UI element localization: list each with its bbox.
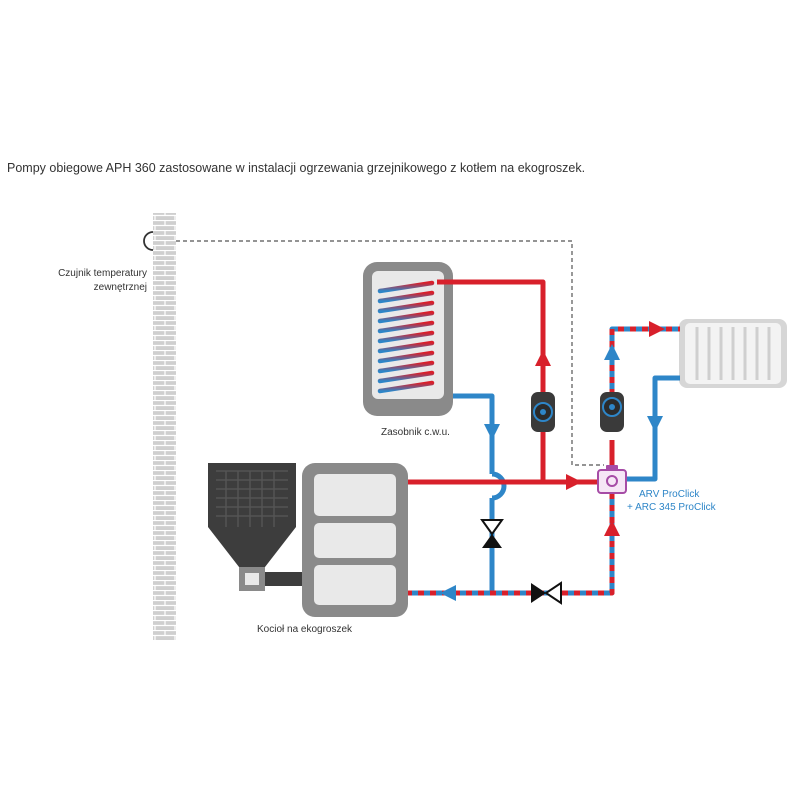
arrow-up-icon	[535, 350, 551, 366]
valve-label-line1: ARV ProClick	[639, 489, 700, 500]
valve-label: ARV ProClick + ARC 345 ProClick	[627, 488, 716, 514]
boiler	[302, 463, 408, 617]
pump-icon	[600, 392, 624, 432]
sensor-label-line2: zewnętrznej	[93, 282, 147, 293]
tank-heating-coil	[377, 280, 435, 394]
fuel-hopper	[208, 463, 303, 591]
flow-arrows	[440, 321, 665, 601]
arrow-up-icon	[604, 520, 620, 536]
sensor-label-line1: Czujnik temperatury	[58, 268, 147, 279]
dhw-tank	[363, 262, 453, 416]
boiler-label: Kocioł na ekogroszek	[257, 624, 353, 635]
arrow-right-icon	[566, 474, 582, 490]
outdoor-sensor-icon	[143, 231, 154, 251]
pipe-crossover	[491, 471, 507, 501]
brick-wall	[153, 213, 176, 640]
tank-label: Zasobnik c.w.u.	[381, 427, 450, 438]
check-valve-icon	[480, 519, 504, 548]
radiator	[679, 319, 787, 388]
arrow-right-icon	[649, 321, 665, 337]
sensor-signal-line	[176, 240, 604, 466]
arrow-down-icon	[647, 416, 663, 432]
pump-icon	[531, 392, 555, 432]
arrow-down-icon	[484, 424, 500, 440]
diagram-caption: Pompy obiegowe APH 360 zastosowane w ins…	[7, 161, 586, 175]
sensor-label: Czujnik temperatury zewnętrznej	[58, 267, 147, 295]
valve-label-line2: + ARC 345 ProClick	[627, 502, 716, 513]
arrow-left-icon	[440, 585, 456, 601]
ball-valve-icon	[531, 581, 562, 605]
mixing-valve-icon	[597, 465, 627, 494]
arrow-up-icon	[604, 344, 620, 360]
